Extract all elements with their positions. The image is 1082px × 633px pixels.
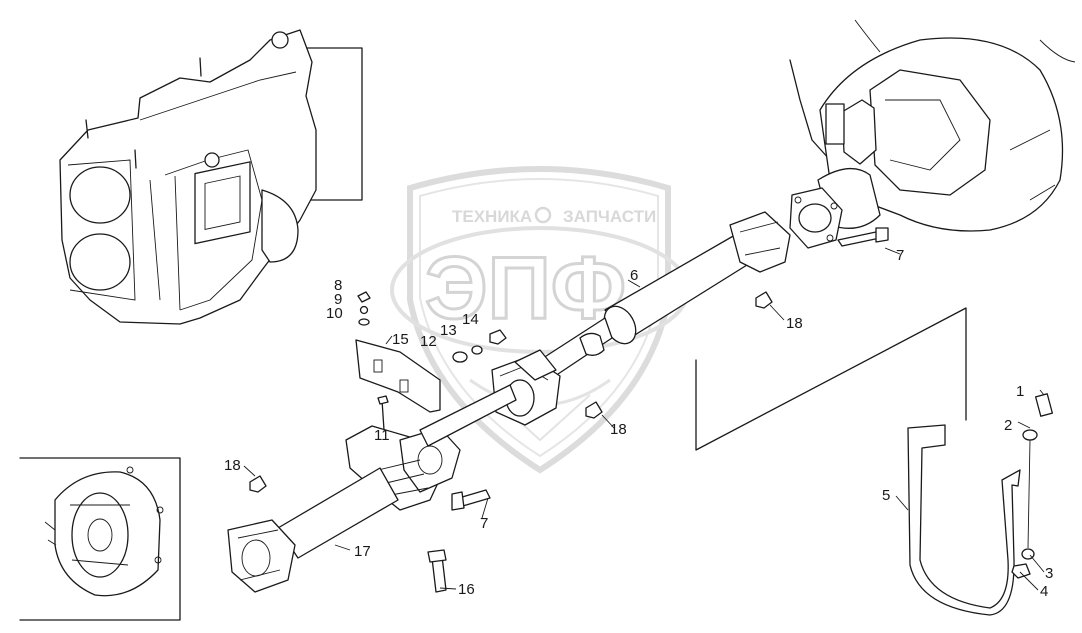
- front-flange: [19, 457, 181, 621]
- callout-17: 17: [354, 543, 371, 560]
- watermark-top-text-right: ЗАПЧАСТИ: [563, 207, 656, 226]
- callout-9: 9: [334, 291, 342, 308]
- callout-7-upper: 7: [896, 247, 904, 264]
- watermark-top-text: ТЕХНИКА: [452, 207, 532, 226]
- middle-universal-joint: [491, 349, 561, 426]
- callout-7-lower: 7: [480, 515, 488, 532]
- callout-12: 12: [420, 333, 437, 350]
- callout-10: 10: [326, 305, 343, 322]
- callout-16: 16: [458, 581, 475, 598]
- callout-5: 5: [882, 487, 890, 504]
- leader-lines: [243, 247, 1045, 591]
- intermediate-shaft-17: [227, 384, 517, 593]
- callout-11: 11: [374, 427, 390, 444]
- rear-flange: [789, 187, 843, 249]
- callout-18-left: 18: [224, 457, 241, 474]
- callout-13: 13: [440, 322, 457, 339]
- callout-2: 2: [1004, 417, 1012, 434]
- watermark-big-text: ЭПФ: [425, 238, 626, 337]
- center-support-bearing: [345, 425, 461, 511]
- watermark-logo: ТЕХНИКА ЗАПЧАСТИ ЭПФ: [390, 166, 690, 474]
- callout-18-center: 18: [610, 421, 627, 438]
- main-driveshaft-6: [539, 211, 791, 379]
- callout-14: 14: [462, 311, 479, 328]
- callout-4: 4: [1040, 583, 1048, 600]
- callout-18-right: 18: [786, 315, 803, 332]
- bracket-15: [355, 339, 441, 413]
- callout-8: 8: [334, 277, 342, 294]
- gear-icon: [534, 206, 552, 224]
- callout-1: 1: [1016, 383, 1024, 400]
- callout-3: 3: [1045, 565, 1053, 582]
- callout-labels: 1 2 3 4 5 6 7 7 8 9 10 11 12 13 14 15 16…: [224, 247, 1053, 600]
- safety-strap-5: [695, 307, 1054, 616]
- rear-axle-housing: [789, 19, 1076, 232]
- fasteners: [249, 227, 889, 593]
- callout-6: 6: [630, 267, 638, 284]
- callout-15: 15: [392, 331, 409, 348]
- gearbox-housing: [59, 29, 363, 325]
